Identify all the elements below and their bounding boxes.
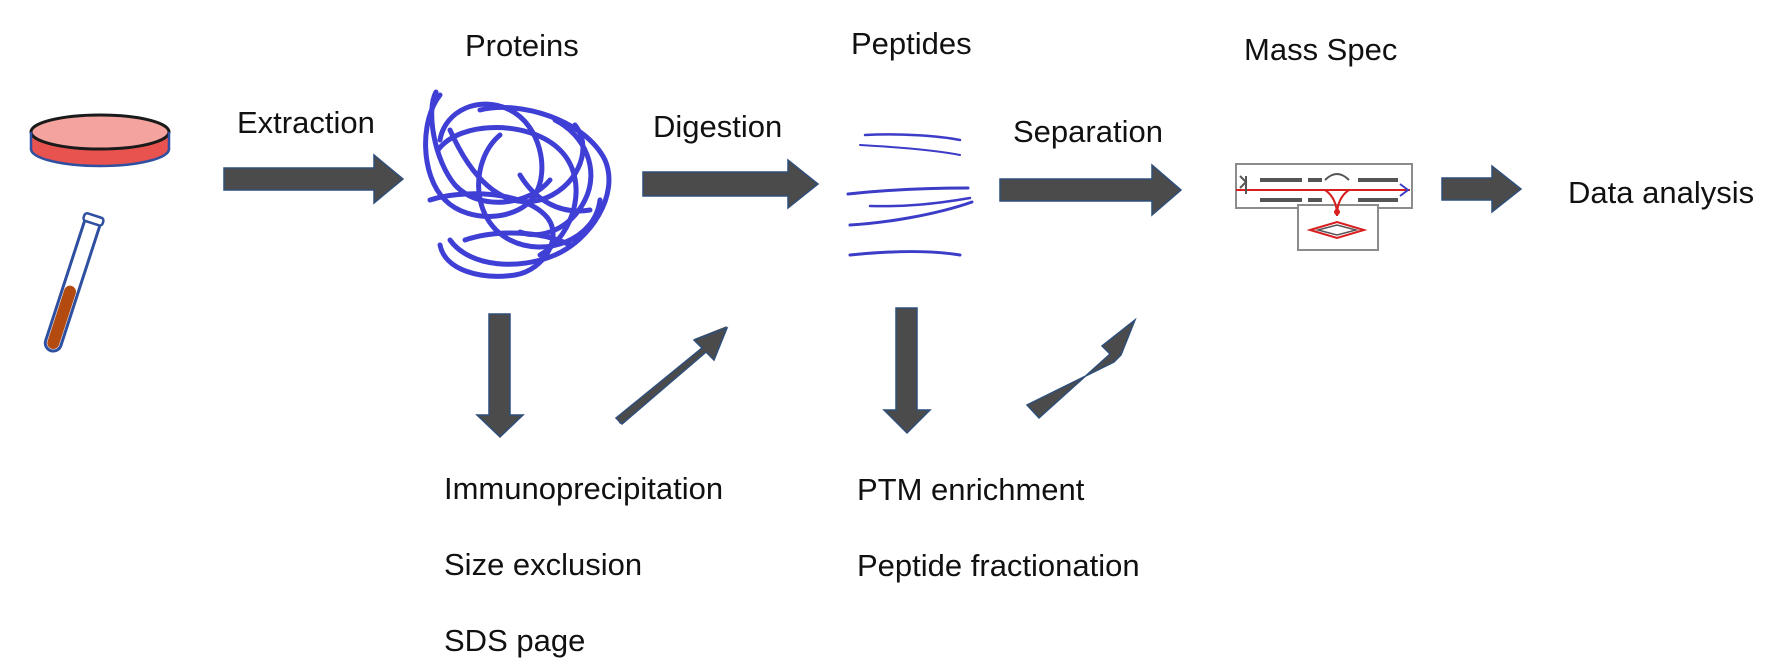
protein-prefractionation-down-arrow <box>475 313 525 439</box>
proteins-label: Proteins <box>465 28 579 63</box>
separation-arrow <box>999 163 1183 217</box>
peptide-prefractionation-return-arrow <box>1025 317 1137 420</box>
protein-prefractionation-return-arrow <box>614 326 729 426</box>
digestion-arrow <box>642 158 820 210</box>
peptide-method-ptm-enrichment: PTM enrichment <box>857 472 1085 507</box>
protein-method-size-exclusion: Size exclusion <box>444 547 643 582</box>
protein-method-immunoprecipitation: Immunoprecipitation <box>444 471 724 506</box>
peptide-method-peptide-fractionation: Peptide fractionation <box>857 548 1140 583</box>
protein-tangle-icon <box>423 89 612 279</box>
test-tube-icon <box>43 212 105 353</box>
petri-dish-icon <box>29 113 171 168</box>
data-analysis-label: Data analysis <box>1568 175 1755 210</box>
digestion-label: Digestion <box>653 109 783 144</box>
protein-method-sds-page: SDS page <box>444 623 586 658</box>
extraction-label: Extraction <box>237 105 375 140</box>
mass-spectrometer-icon <box>1235 163 1413 251</box>
data-analysis-arrow <box>1441 164 1523 214</box>
mass-spec-label: Mass Spec <box>1244 32 1398 67</box>
peptides-label: Peptides <box>851 26 972 61</box>
separation-label: Separation <box>1013 114 1163 149</box>
extraction-arrow <box>223 153 405 205</box>
peptides-icon <box>846 133 974 257</box>
peptide-prefractionation-down-arrow <box>882 307 932 435</box>
